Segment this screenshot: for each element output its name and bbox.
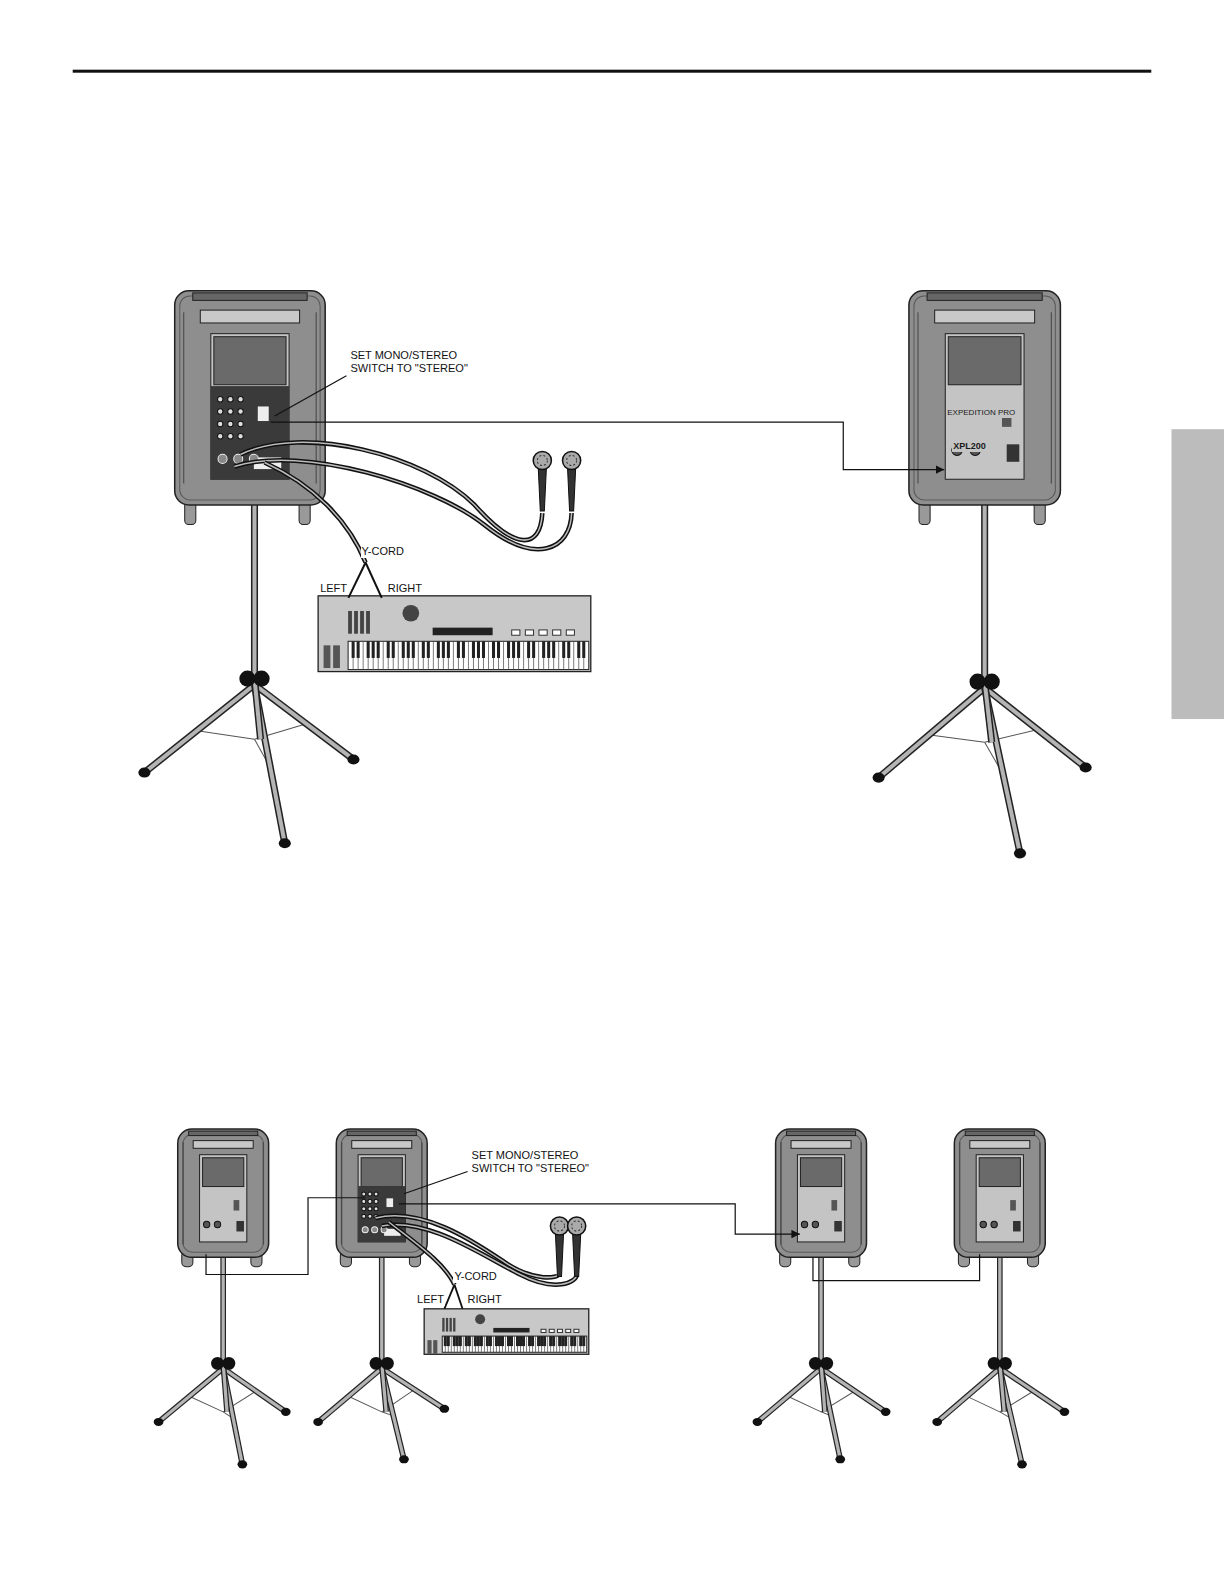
microphone bbox=[550, 1217, 568, 1277]
cable bbox=[240, 442, 542, 540]
channel-label: LEFT bbox=[319, 582, 348, 595]
keyboard bbox=[318, 596, 591, 672]
cable-core bbox=[240, 442, 542, 540]
tripod-stand bbox=[753, 1257, 891, 1463]
powered-speaker bbox=[175, 291, 325, 525]
cable bbox=[389, 1222, 455, 1285]
tripod-stand bbox=[932, 1257, 1069, 1468]
callout-note: SET MONO/STEREO SWITCH TO "STEREO" bbox=[471, 1149, 595, 1175]
cable bbox=[265, 463, 366, 563]
y-cord-branch bbox=[348, 563, 381, 598]
leader-line bbox=[275, 376, 347, 416]
tripod-stand bbox=[138, 505, 359, 848]
cable-label: Y-CORD bbox=[453, 1270, 497, 1283]
channel-label: RIGHT bbox=[467, 1293, 503, 1306]
model-text: XPL200 bbox=[952, 441, 987, 452]
header-rule bbox=[73, 70, 1152, 73]
speaker-link-cable bbox=[399, 1204, 800, 1234]
tripod-stand bbox=[873, 505, 1092, 858]
cable-label: Y-CORD bbox=[361, 545, 405, 558]
tripod-stand bbox=[313, 1257, 449, 1463]
microphone bbox=[563, 451, 581, 511]
channel-label: LEFT bbox=[416, 1293, 445, 1306]
microphone bbox=[533, 451, 551, 511]
leader-line bbox=[404, 1171, 468, 1193]
powered-speaker bbox=[954, 1129, 1045, 1267]
speaker-link-cable bbox=[206, 1198, 366, 1275]
microphone bbox=[568, 1217, 586, 1277]
speaker-link-cable bbox=[813, 1254, 980, 1280]
brand-text: EXPEDITION PRO bbox=[946, 408, 1016, 418]
y-cord-branch bbox=[444, 1285, 462, 1309]
cable bbox=[382, 1225, 577, 1285]
speaker-link-cable bbox=[271, 422, 945, 469]
cable-core bbox=[382, 1225, 577, 1285]
keyboard bbox=[424, 1309, 589, 1354]
callout-note: SET MONO/STEREO SWITCH TO "STEREO" bbox=[349, 349, 473, 375]
cable-core bbox=[389, 1222, 455, 1285]
section-tab bbox=[1171, 429, 1224, 719]
tripod-stand bbox=[154, 1257, 291, 1468]
channel-label: RIGHT bbox=[387, 582, 423, 595]
cable-core bbox=[265, 463, 366, 563]
powered-speaker bbox=[909, 291, 1060, 525]
powered-speaker bbox=[776, 1129, 867, 1267]
powered-speaker bbox=[178, 1129, 269, 1267]
